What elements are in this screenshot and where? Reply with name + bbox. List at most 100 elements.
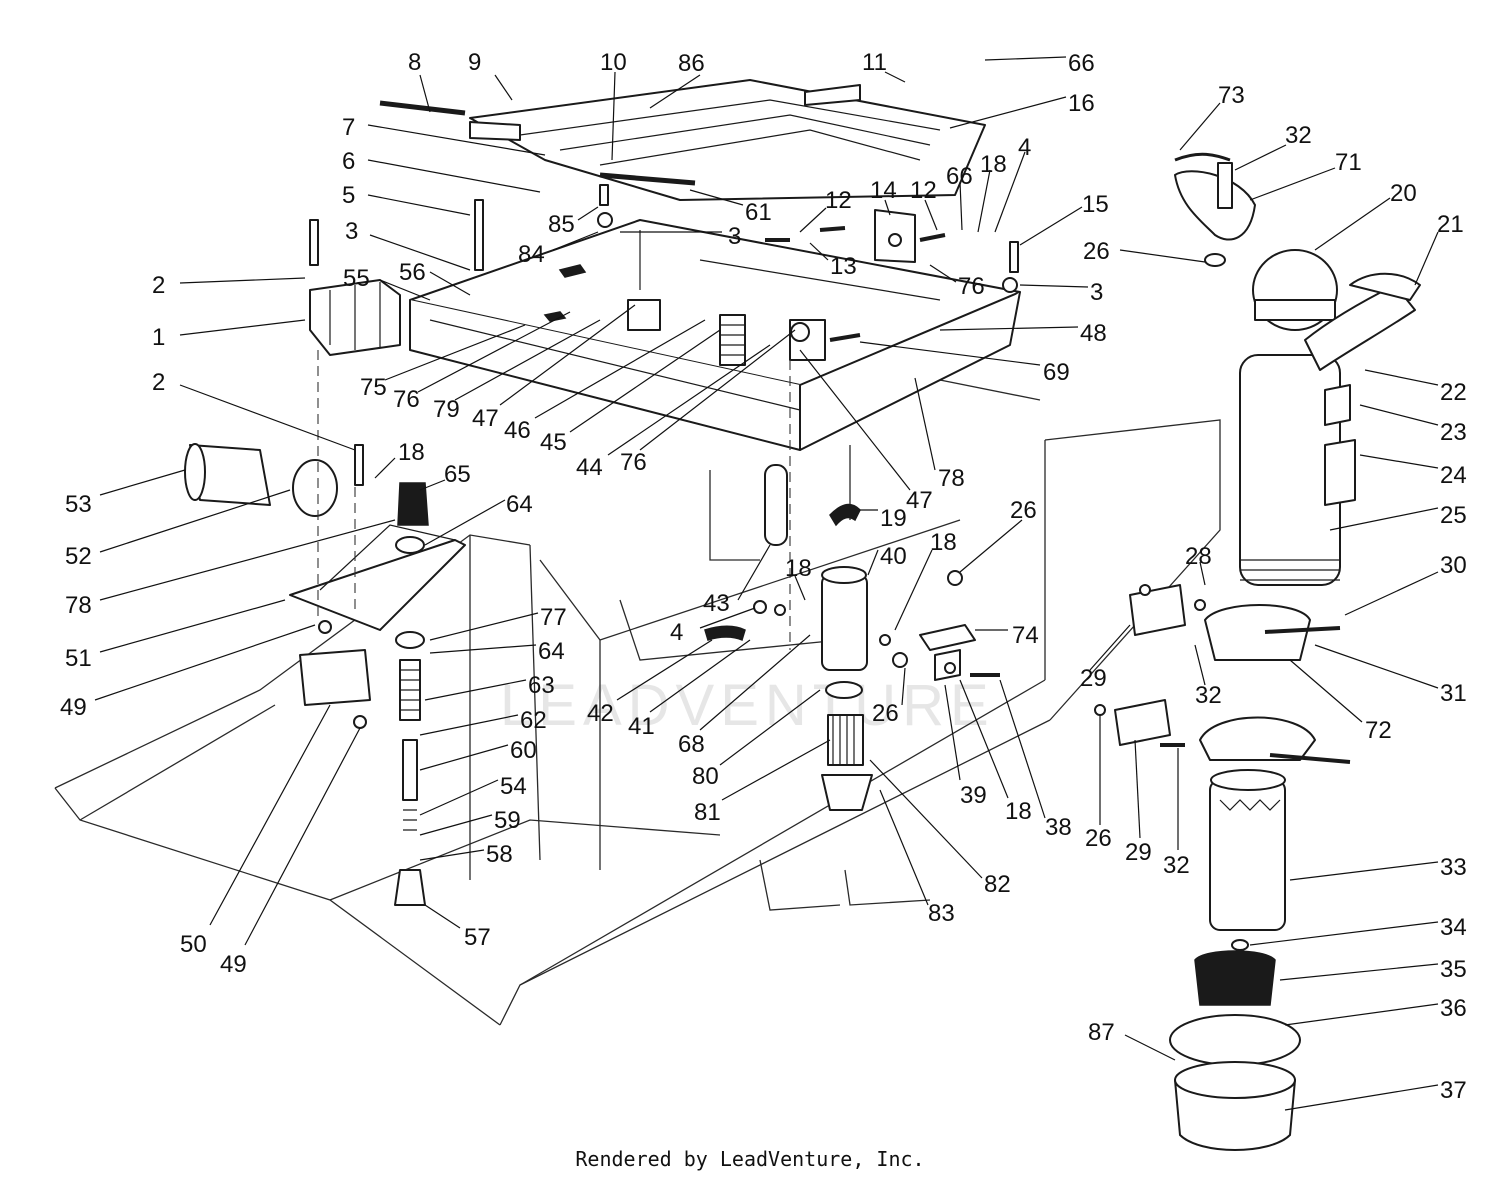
leader-line-c38 xyxy=(999,679,1046,819)
callout-c26a: 26 xyxy=(1010,497,1037,524)
callout-c18b: 18 xyxy=(398,439,425,466)
callout-c24: 24 xyxy=(1440,462,1467,489)
leader-line-c84 xyxy=(552,231,599,251)
callout-c59: 59 xyxy=(494,807,521,834)
leader-line-c11 xyxy=(884,71,906,83)
leader-line-c69 xyxy=(859,341,1041,366)
leader-line-c85 xyxy=(577,206,599,221)
callout-c38: 38 xyxy=(1045,814,1072,841)
callout-c1: 1 xyxy=(152,324,165,351)
leader-line-c68 xyxy=(699,634,811,731)
callout-c4a: 4 xyxy=(1018,134,1031,161)
callout-c47a: 47 xyxy=(472,405,499,432)
leader-line-c4a xyxy=(994,151,1026,233)
callout-c52: 52 xyxy=(65,543,92,570)
leader-line-c20 xyxy=(1314,197,1391,251)
leader-line-c61 xyxy=(689,189,744,206)
callout-c53: 53 xyxy=(65,491,92,518)
callout-c23: 23 xyxy=(1440,419,1467,446)
leader-line-c5 xyxy=(367,194,471,216)
callout-c74: 74 xyxy=(1012,622,1039,649)
callout-c18a: 18 xyxy=(980,151,1007,178)
leader-line-c10 xyxy=(611,71,616,161)
leader-line-c37 xyxy=(1284,1084,1439,1111)
callout-c54: 54 xyxy=(500,773,527,800)
callout-c32b: 32 xyxy=(1195,682,1222,709)
callout-c12b: 12 xyxy=(910,177,937,204)
leader-line-c25 xyxy=(1329,507,1439,531)
callout-c83: 83 xyxy=(928,900,955,927)
callout-c37: 37 xyxy=(1440,1077,1467,1104)
callout-c61: 61 xyxy=(745,199,772,226)
callout-c10: 10 xyxy=(600,49,627,76)
callout-c34: 34 xyxy=(1440,914,1467,941)
callout-c26b: 26 xyxy=(872,700,899,727)
callout-c69: 69 xyxy=(1043,359,1070,386)
callout-c76c: 76 xyxy=(620,449,647,476)
callout-c2b: 2 xyxy=(152,369,165,396)
callout-c66b: 66 xyxy=(946,163,973,190)
callout-c9: 9 xyxy=(468,49,481,76)
callout-c29b: 29 xyxy=(1125,839,1152,866)
leader-line-c59 xyxy=(419,814,493,836)
leader-line-c76c xyxy=(639,329,796,451)
callout-c79: 79 xyxy=(433,396,460,423)
callout-c6: 6 xyxy=(342,148,355,175)
leader-line-c79 xyxy=(454,319,601,401)
callout-c68: 68 xyxy=(678,731,705,758)
callout-c55: 55 xyxy=(343,265,370,292)
leader-line-c75 xyxy=(384,324,526,381)
leader-line-c56 xyxy=(429,271,471,296)
callout-c78a: 78 xyxy=(938,465,965,492)
callout-c2a: 2 xyxy=(152,272,165,299)
callout-c16: 16 xyxy=(1068,90,1095,117)
leader-line-c50 xyxy=(209,704,331,926)
callout-c41: 41 xyxy=(628,713,655,740)
leader-line-c3c xyxy=(1019,284,1089,288)
leader-line-c43 xyxy=(737,544,771,601)
callout-c18e: 18 xyxy=(1005,798,1032,825)
leader-line-c76a xyxy=(929,264,957,283)
leader-line-c77 xyxy=(429,612,539,641)
leader-line-c36 xyxy=(1284,1003,1439,1026)
leader-line-c26b xyxy=(901,667,906,706)
leader-line-c66a xyxy=(984,56,1067,61)
callout-c77: 77 xyxy=(540,604,567,631)
callout-c51: 51 xyxy=(65,645,92,672)
callout-c15: 15 xyxy=(1082,191,1109,218)
leader-line-c12b xyxy=(924,199,938,231)
leader-line-c87 xyxy=(1124,1034,1176,1061)
callout-c30: 30 xyxy=(1440,552,1467,579)
callout-c35: 35 xyxy=(1440,956,1467,983)
callout-c49b: 49 xyxy=(220,951,247,978)
leader-line-c72 xyxy=(1289,659,1363,723)
callout-c42: 42 xyxy=(587,700,614,727)
leader-line-c1 xyxy=(179,319,306,336)
leader-line-c4b xyxy=(699,607,756,629)
leader-line-c46 xyxy=(534,319,706,419)
callout-c11: 11 xyxy=(862,49,887,76)
callout-c48: 48 xyxy=(1080,320,1107,347)
leader-line-c35 xyxy=(1279,963,1439,981)
callout-c44: 44 xyxy=(576,454,603,481)
callout-c63: 63 xyxy=(528,672,555,699)
leader-line-c45 xyxy=(569,329,721,433)
leader-line-c47a xyxy=(499,304,636,406)
callout-c21: 21 xyxy=(1437,211,1464,238)
leader-line-c73 xyxy=(1179,102,1221,151)
callout-c3c: 3 xyxy=(1090,279,1103,306)
leader-line-c78a xyxy=(914,377,936,471)
leader-line-c26c xyxy=(1119,249,1206,263)
leader-line-c29b xyxy=(1134,739,1141,839)
leader-line-c32b xyxy=(1194,644,1206,686)
leader-line-c71 xyxy=(1249,167,1336,201)
leader-line-c47b xyxy=(799,349,911,491)
leader-line-c16 xyxy=(949,96,1067,129)
leader-line-c86 xyxy=(649,74,701,109)
leader-line-c62 xyxy=(419,714,519,736)
callout-c26c: 26 xyxy=(1083,238,1110,265)
leader-line-c8 xyxy=(419,74,431,113)
callout-c29a: 29 xyxy=(1080,665,1107,692)
callout-c18d: 18 xyxy=(930,529,957,556)
